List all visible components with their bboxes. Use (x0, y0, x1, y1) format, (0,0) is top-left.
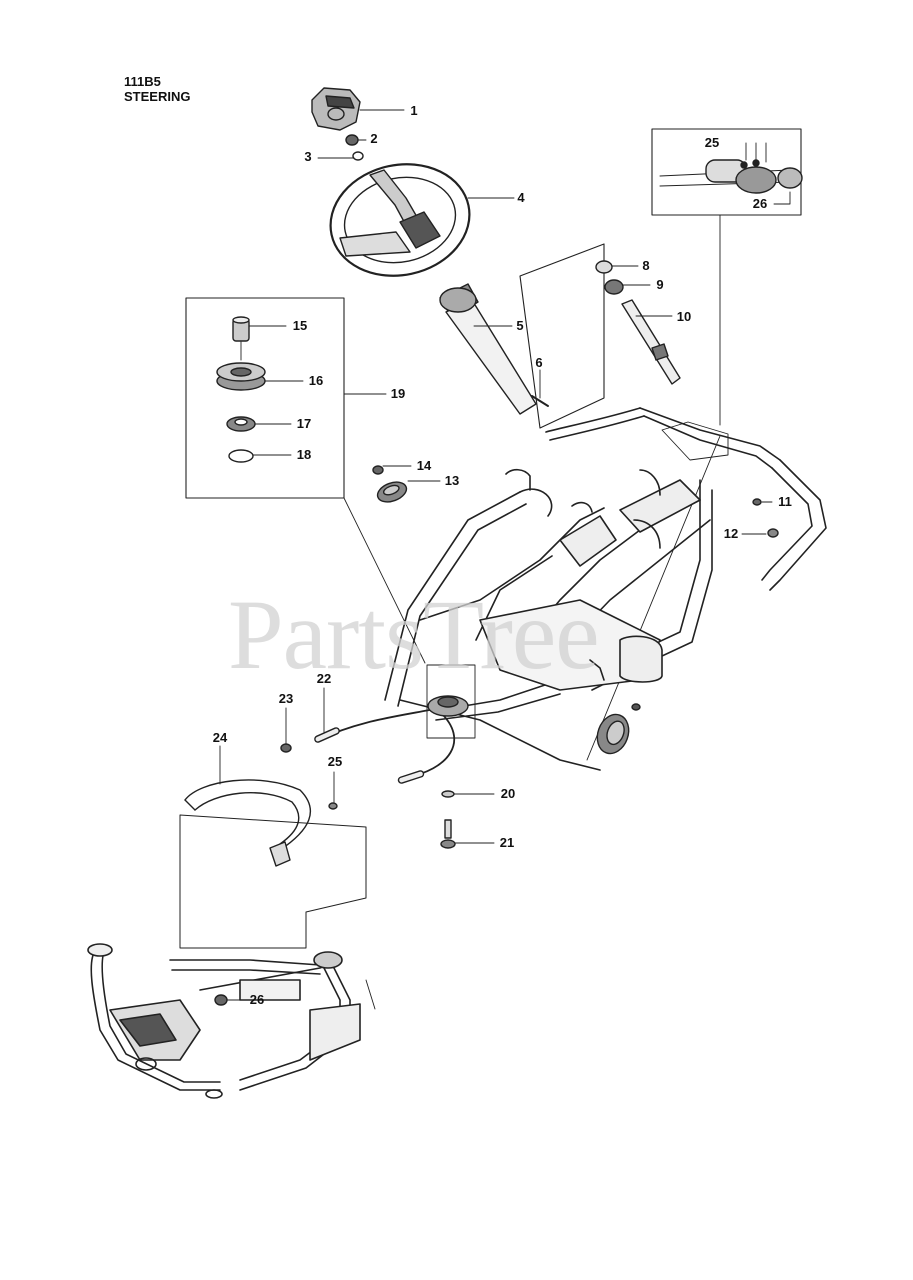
column-bearing (604, 279, 624, 295)
callout-14[interactable]: 14 (416, 458, 432, 473)
detail-box-pulley (185, 297, 345, 499)
callout-19[interactable]: 19 (390, 386, 406, 401)
callout-25-detail[interactable]: 25 (704, 135, 720, 150)
steering-cable (314, 695, 469, 784)
callout-10[interactable]: 10 (676, 309, 692, 324)
callout-12[interactable]: 12 (723, 526, 739, 541)
callout-16[interactable]: 16 (308, 373, 324, 388)
detail-box-column (519, 243, 605, 429)
callout-13[interactable]: 13 (444, 473, 460, 488)
callout-4[interactable]: 4 (517, 190, 525, 205)
steering-column (439, 283, 537, 415)
pulley (216, 362, 266, 391)
front-wheel-hub (596, 703, 641, 755)
callout-2[interactable]: 2 (370, 131, 378, 146)
callout-26-detail[interactable]: 26 (752, 196, 768, 211)
pulley-bearing (226, 416, 256, 432)
shield-bolt (328, 802, 338, 810)
rear-frame-nut (214, 994, 228, 1006)
leader-lines (219, 109, 791, 1001)
steering-washer (352, 151, 364, 161)
idler-nut (372, 465, 384, 475)
diagram-code: 111B5 (124, 74, 161, 89)
callout-6[interactable]: 6 (535, 355, 543, 370)
bolt (440, 819, 456, 849)
callout-21[interactable]: 21 (499, 835, 515, 850)
retaining-ring (228, 449, 254, 463)
callout-24[interactable]: 24 (212, 730, 228, 745)
callout-20[interactable]: 20 (500, 786, 516, 801)
callout-18[interactable]: 18 (296, 447, 312, 462)
column-bushing (595, 260, 613, 274)
callout-15[interactable]: 15 (292, 318, 308, 333)
watermark: PartsTree (228, 579, 600, 690)
column-pin (531, 395, 549, 407)
callout-26-lower[interactable]: 26 (249, 992, 265, 1007)
callout-3[interactable]: 3 (304, 149, 312, 164)
cable-nut (280, 743, 292, 753)
steering-wheel (329, 163, 471, 277)
frame-nut (767, 528, 779, 538)
idler-pulley (376, 481, 408, 503)
bolt-washer (441, 790, 455, 798)
callout-25-lower[interactable]: 25 (327, 754, 343, 769)
callout-22[interactable]: 22 (316, 671, 332, 686)
callout-8[interactable]: 8 (642, 258, 650, 273)
chassis-frame (384, 407, 827, 771)
callout-1[interactable]: 1 (410, 103, 418, 118)
cable-pulley-detail (659, 159, 803, 194)
callout-9[interactable]: 9 (656, 277, 664, 292)
callout-17[interactable]: 17 (296, 416, 312, 431)
callout-5[interactable]: 5 (516, 318, 524, 333)
detail-box-guard (179, 814, 367, 949)
callout-11[interactable]: 11 (778, 494, 792, 509)
callout-23[interactable]: 23 (278, 691, 294, 706)
rear-frame (87, 943, 361, 1099)
detail-box-cable (651, 128, 802, 216)
protective-shield (184, 779, 311, 867)
steering-cap (311, 87, 361, 131)
section-title: STEERING (124, 89, 191, 104)
steering-shaft (621, 299, 681, 385)
steering-nut (345, 134, 359, 146)
pulley-spacer (232, 316, 250, 342)
frame-washer (752, 498, 762, 506)
